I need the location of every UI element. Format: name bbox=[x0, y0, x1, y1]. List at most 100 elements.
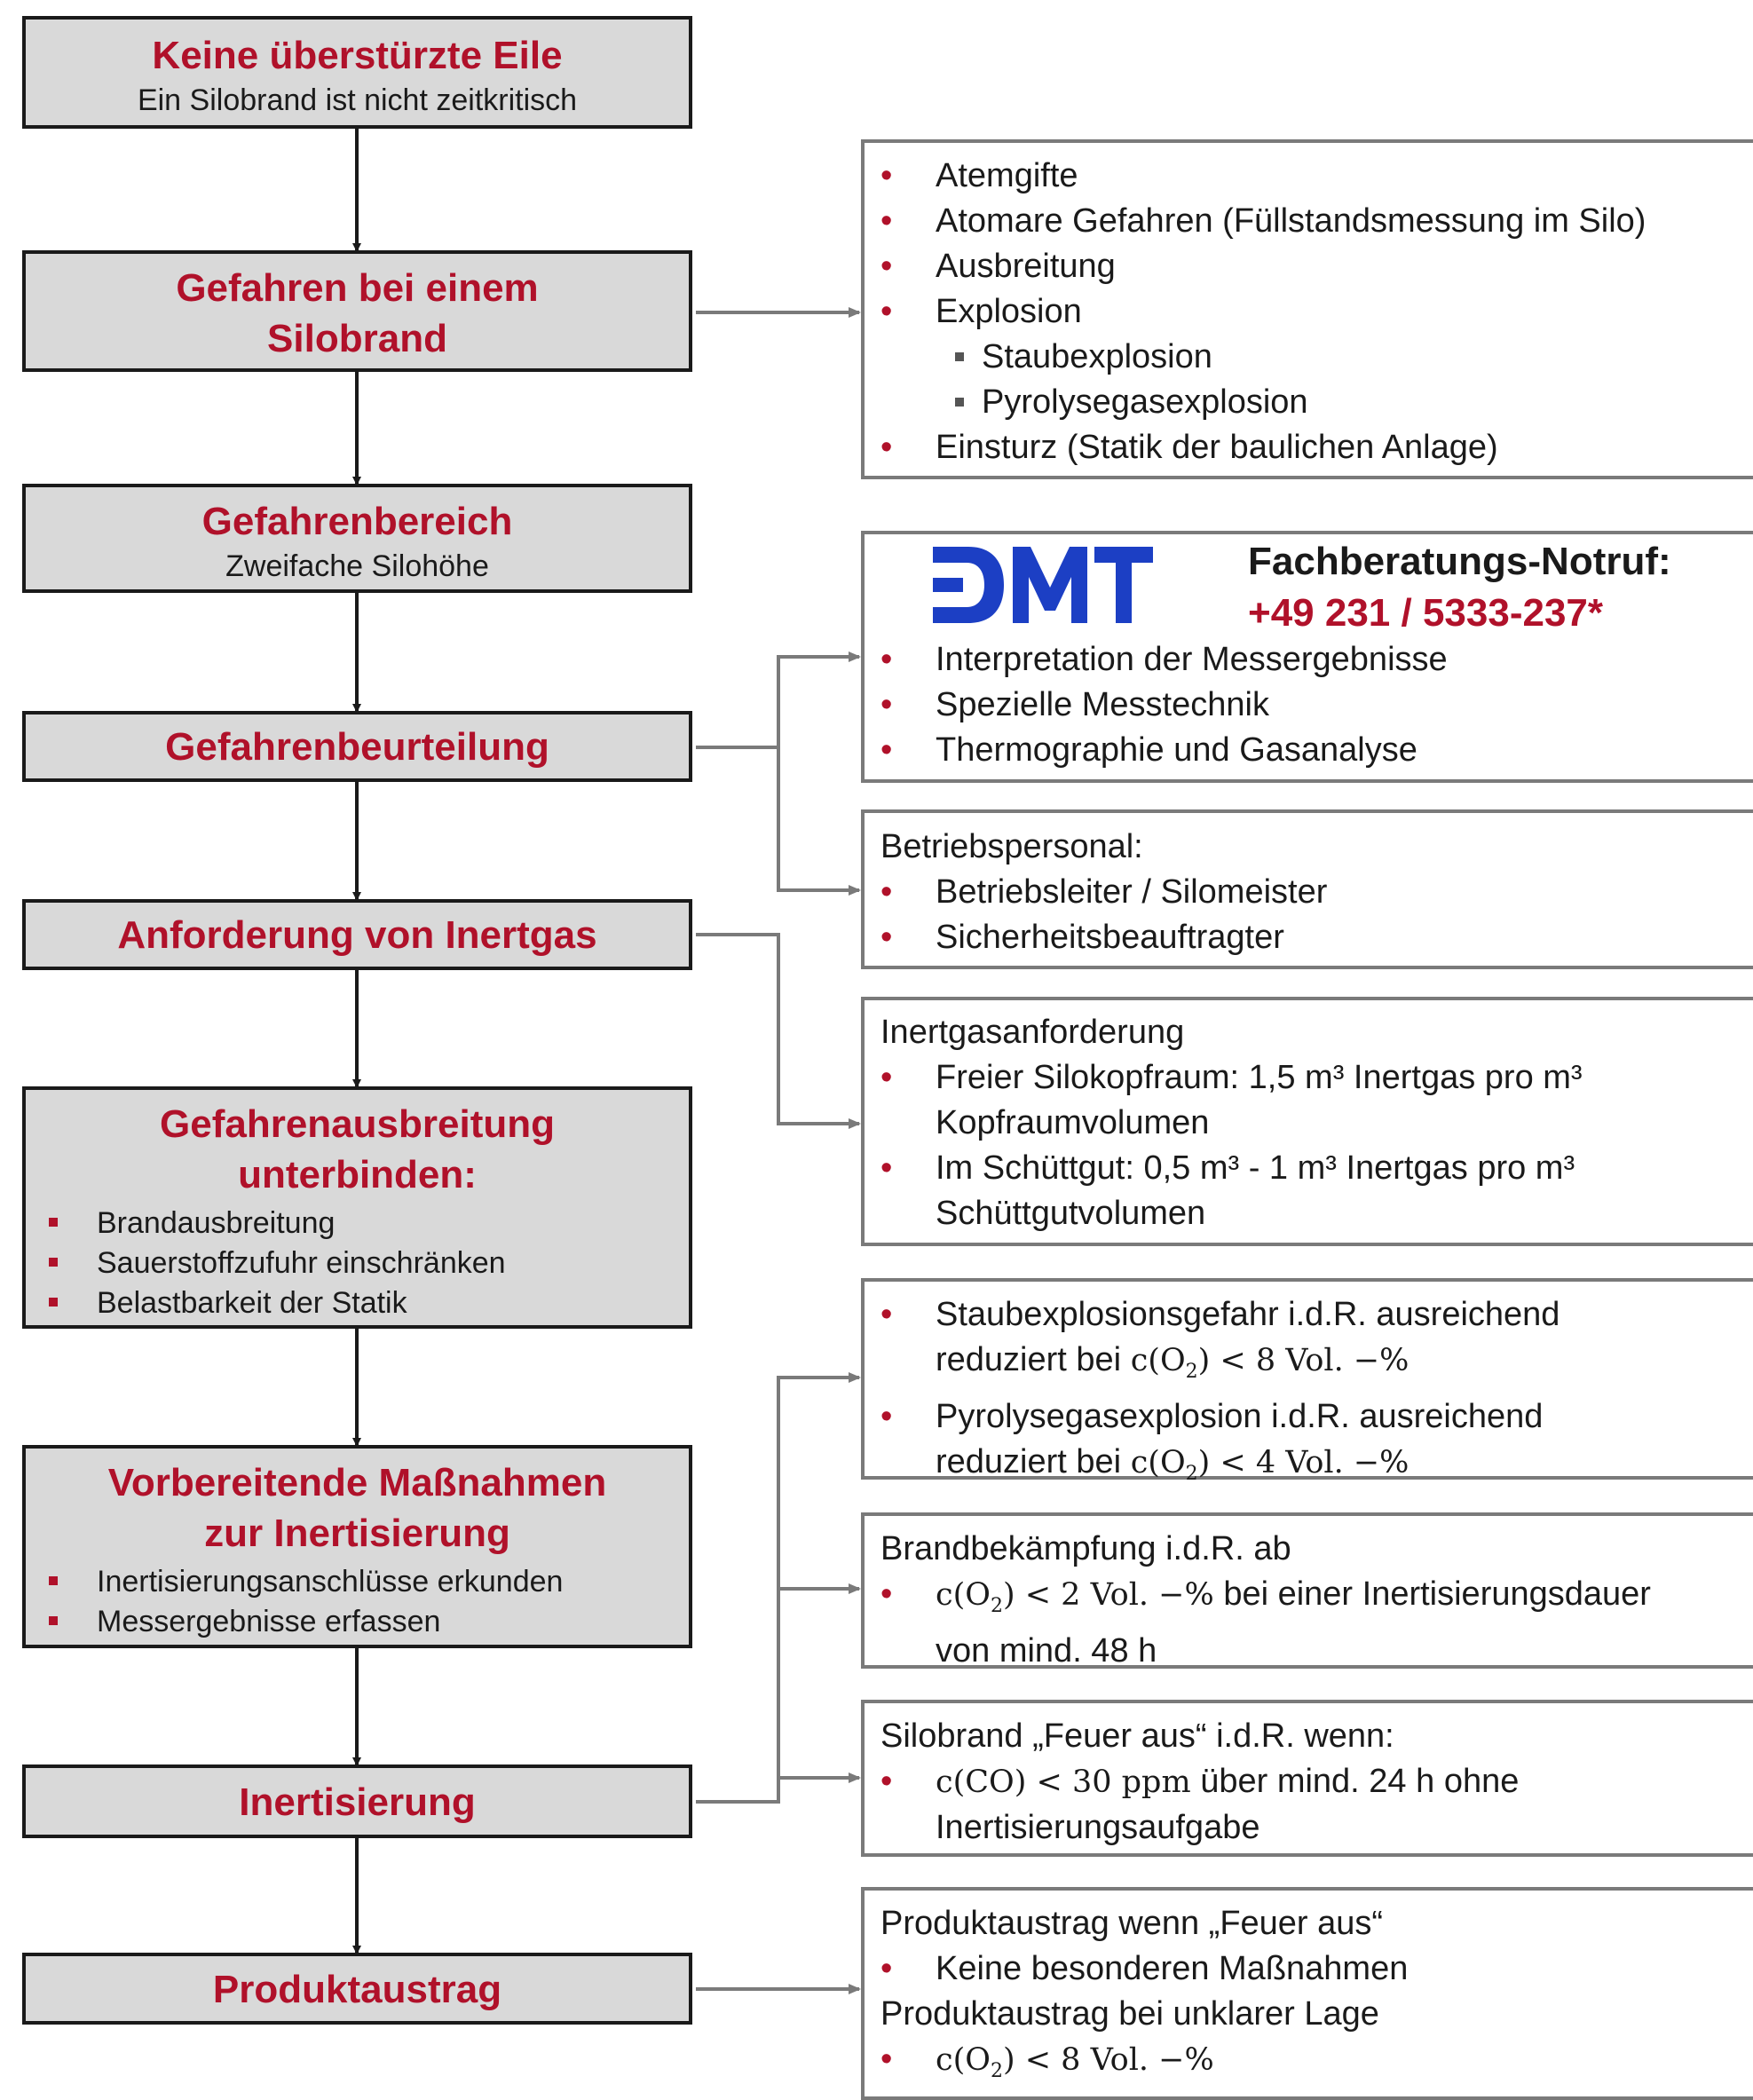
sub-list-item: Pyrolysegasexplosion bbox=[880, 380, 1753, 425]
step-bullet-list: Inertisierungsanschlüsse erkunden Messer… bbox=[26, 1562, 689, 1642]
discharge-intro-unclear: Produktaustrag bei unklarer Lage bbox=[880, 1995, 1379, 2033]
step-risk-assessment: Gefahrenbeurteilung bbox=[22, 711, 692, 782]
firefighting-intro: Brandbekämpfung i.d.R. ab bbox=[880, 1530, 1291, 1567]
step-danger-zone: Gefahrenbereich Zweifache Silohöhe bbox=[22, 484, 692, 593]
hotline-title: Fachberatungs-Notruf: bbox=[1248, 540, 1671, 583]
info-connectors bbox=[696, 307, 861, 1994]
list-item: Brandausbreitung bbox=[43, 1204, 689, 1243]
list-item-text: Inertisierungsaufgabe bbox=[936, 1809, 1260, 1846]
list-item-text: Staubexplosionsgefahr i.d.R. ausreichend bbox=[936, 1296, 1560, 1333]
formula: c(CO) < 30 ppm bbox=[936, 1764, 1191, 1800]
formula-value: < 4 Vol. −% bbox=[1220, 1445, 1410, 1480]
step-title-line1: Vorbereitende Maßnahmen bbox=[107, 1461, 607, 1504]
info-inert-gas-demand: Inertgasanforderung Freier Silokopfraum:… bbox=[861, 997, 1753, 1246]
list-item-text: von mind. 48 h bbox=[936, 1632, 1157, 1670]
explosion-list: Staubexplosionsgefahr i.d.R. ausreichend… bbox=[880, 1292, 1753, 1496]
list-item: Atemgifte bbox=[880, 154, 1753, 199]
step-prevent-spread: Gefahrenausbreitung unterbinden: Brandau… bbox=[22, 1086, 692, 1329]
fireout-list: c(CO) < 30 ppm über mind. 24 h ohne Iner… bbox=[880, 1759, 1753, 1851]
step-title-line1: Gefahren bei einem bbox=[176, 266, 539, 310]
discharge-list: c(O2) < 8 Vol. −% bbox=[880, 2037, 1753, 2094]
list-item: Sicherheitsbeauftragter bbox=[880, 915, 1753, 960]
step-title-line2: Silobrand bbox=[267, 317, 447, 361]
list-item: Ausbreitung bbox=[880, 244, 1753, 289]
step-preparation: Vorbereitende Maßnahmen zur Inertisierun… bbox=[22, 1445, 692, 1648]
inertgas-list: Freier Silokopfraum: 1,5 m³ Inertgas pro… bbox=[880, 1055, 1753, 1236]
discharge-intro-fire-out: Produktaustrag wenn „Feuer aus“ bbox=[880, 1905, 1384, 1942]
step-title: Inertisierung bbox=[239, 1780, 476, 1824]
list-item: Inertisierungsanschlüsse erkunden bbox=[43, 1562, 689, 1602]
list-item: Einsturz (Statik der baulichen Anlage) bbox=[880, 425, 1753, 470]
list-item-text: reduziert bei bbox=[936, 1341, 1122, 1378]
info-fire-out: Silobrand „Feuer aus“ i.d.R. wenn: c(CO)… bbox=[861, 1700, 1753, 1857]
list-item: Interpretation der Messergebnisse bbox=[880, 637, 1753, 683]
step-title: Produktaustrag bbox=[212, 1968, 502, 2011]
step-title-line2: zur Inertisierung bbox=[204, 1512, 510, 1556]
list-item: c(O2) < 2 Vol. −% bei einer Inertisierun… bbox=[880, 1572, 1753, 1674]
list-item: Spezielle Messtechnik bbox=[880, 683, 1753, 728]
formula: c(O2) < 2 Vol. −% bbox=[936, 1577, 1214, 1617]
firefighting-list: c(O2) < 2 Vol. −% bei einer Inertisierun… bbox=[880, 1572, 1753, 1674]
discharge-list: Keine besonderen Maßnahmen bbox=[880, 1946, 1753, 1992]
step-bullet-list: Brandausbreitung Sauerstoffzufuhr einsch… bbox=[26, 1204, 689, 1323]
list-item: Thermographie und Gasanalyse bbox=[880, 728, 1753, 773]
list-item-text: reduziert bei bbox=[936, 1443, 1122, 1480]
step-inerting: Inertisierung bbox=[22, 1764, 692, 1838]
list-item-text: Schüttgutvolumen bbox=[936, 1195, 1206, 1232]
step-title: Gefahrenbeurteilung bbox=[165, 725, 549, 769]
step-product-discharge: Produktaustrag bbox=[22, 1953, 692, 2025]
formula-value: < 2 Vol. −% bbox=[1024, 1577, 1214, 1613]
step-hazards: Gefahren bei einem Silobrand bbox=[22, 250, 692, 372]
hotline-phone: +49 231 / 5333-237* bbox=[1248, 591, 1604, 635]
step-title: Keine überstürzte Eile bbox=[152, 34, 563, 77]
list-item-text: Kopfraumvolumen bbox=[936, 1104, 1210, 1141]
step-subtitle: Ein Silobrand ist nicht zeitkritisch bbox=[137, 83, 578, 118]
step-title-line2: unterbinden: bbox=[238, 1153, 477, 1197]
formula: c(O2) < 8 Vol. −% bbox=[1130, 1343, 1410, 1383]
formula-value: < 8 Vol. −% bbox=[1024, 2042, 1214, 2078]
formula-value: < 8 Vol. −% bbox=[1220, 1343, 1410, 1378]
step-title: Anforderung von Inertgas bbox=[117, 913, 597, 957]
list-item: c(O2) < 8 Vol. −% bbox=[880, 2037, 1753, 2094]
step-title: Gefahrenbereich bbox=[201, 500, 513, 543]
list-item: Sauerstoffzufuhr einschränken bbox=[43, 1243, 689, 1283]
info-explosion-limits: Staubexplosionsgefahr i.d.R. ausreichend… bbox=[861, 1278, 1753, 1485]
info-firefighting: Brandbekämpfung i.d.R. ab c(O2) < 2 Vol.… bbox=[861, 1512, 1753, 1670]
step-title-line1: Gefahrenausbreitung bbox=[160, 1102, 555, 1146]
info-operating-staff: Betriebspersonal: Betriebsleiter / Silom… bbox=[861, 809, 1753, 969]
dmt-services-list: Interpretation der Messergebnisse Spezie… bbox=[880, 637, 1753, 773]
list-item-text: über mind. 24 h ohne bbox=[1200, 1763, 1520, 1800]
list-item: Pyrolysegasexplosion i.d.R. ausreichend … bbox=[880, 1394, 1753, 1496]
formula: c(O2) < 4 Vol. −% bbox=[1130, 1445, 1410, 1485]
list-item-text: Im Schüttgut: 0,5 m³ - 1 m³ Inertgas pro… bbox=[936, 1149, 1575, 1187]
formula: c(O2) < 8 Vol. −% bbox=[936, 2042, 1214, 2082]
step-subtitle: Zweifache Silohöhe bbox=[225, 549, 489, 584]
formula-value: < 30 ppm bbox=[1036, 1764, 1191, 1800]
step-no-haste: Keine überstürzte Eile Ein Silobrand ist… bbox=[22, 16, 692, 129]
fireout-intro: Silobrand „Feuer aus“ i.d.R. wenn: bbox=[880, 1717, 1394, 1755]
list-item: Staubexplosionsgefahr i.d.R. ausreichend… bbox=[880, 1292, 1753, 1394]
list-item: c(CO) < 30 ppm über mind. 24 h ohne Iner… bbox=[880, 1759, 1753, 1851]
list-item-text: Pyrolysegasexplosion i.d.R. ausreichend bbox=[936, 1398, 1544, 1435]
inertgas-intro: Inertgasanforderung bbox=[880, 1014, 1185, 1051]
list-item: Betriebsleiter / Silomeister bbox=[880, 870, 1753, 915]
staff-intro: Betriebspersonal: bbox=[880, 828, 1143, 865]
staff-list: Betriebsleiter / Silomeister Sicherheits… bbox=[880, 870, 1753, 960]
list-item: Messergebnisse erfassen bbox=[43, 1602, 689, 1642]
hazards-list: Atemgifte Atomare Gefahren (Füllstandsme… bbox=[880, 154, 1753, 470]
sub-list-item: Staubexplosion bbox=[880, 335, 1753, 380]
list-item-text: bei einer Inertisierungsdauer bbox=[1223, 1575, 1651, 1613]
list-item: Belastbarkeit der Statik bbox=[43, 1283, 689, 1323]
list-item: Atomare Gefahren (Füllstandsmessung im S… bbox=[880, 199, 1753, 244]
list-item: Keine besonderen Maßnahmen bbox=[880, 1946, 1753, 1992]
list-item-text: Freier Silokopfraum: 1,5 m³ Inertgas pro… bbox=[936, 1059, 1583, 1096]
info-hazards: Atemgifte Atomare Gefahren (Füllstandsme… bbox=[861, 139, 1753, 479]
info-discharge: Produktaustrag wenn „Feuer aus“ Keine be… bbox=[861, 1887, 1753, 2100]
list-item: Freier Silokopfraum: 1,5 m³ Inertgas pro… bbox=[880, 1055, 1753, 1146]
list-item: Explosion bbox=[880, 289, 1753, 335]
list-item: Im Schüttgut: 0,5 m³ - 1 m³ Inertgas pro… bbox=[880, 1146, 1753, 1236]
dmt-hotline-heading: Fachberatungs-Notruf: +49 231 / 5333-237… bbox=[1248, 536, 1671, 639]
info-dmt-hotline: Fachberatungs-Notruf: +49 231 / 5333-237… bbox=[861, 531, 1753, 783]
dmt-logo bbox=[933, 547, 1153, 623]
